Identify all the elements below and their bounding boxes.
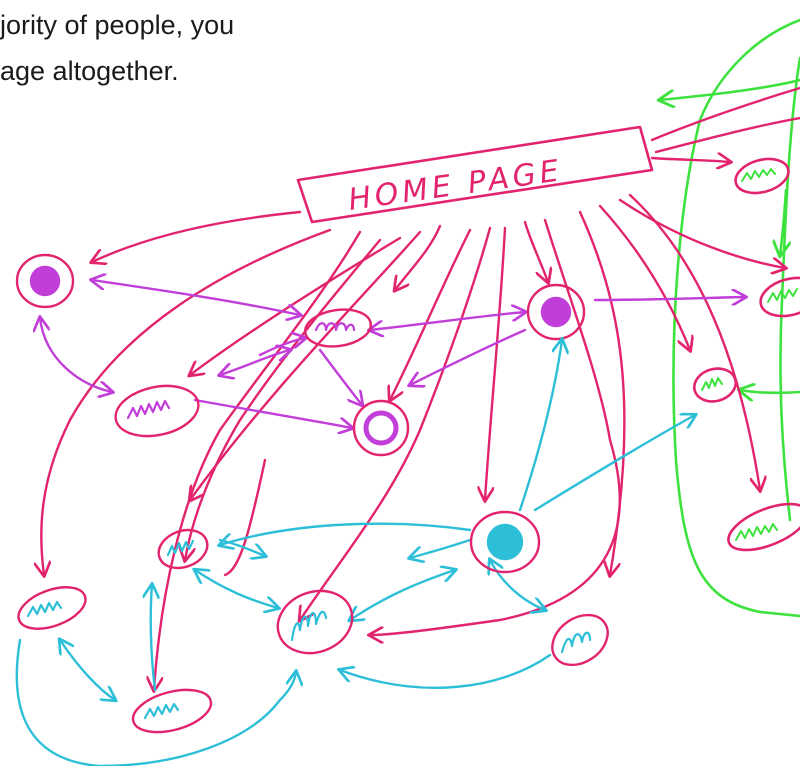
- purple-node-lower-left: [114, 384, 200, 438]
- purple-link-3: [193, 398, 352, 428]
- cyan-link-11: [518, 340, 562, 512]
- purple-link-9: [318, 348, 362, 405]
- purple-node-lower-center: [352, 399, 410, 457]
- cyan-link-12: [340, 653, 552, 689]
- purple-node-lower-left-scribble: [126, 399, 171, 420]
- cyan-link-7: [15, 638, 296, 766]
- cyan-link-1: [220, 522, 472, 545]
- green-node-mid: [759, 276, 800, 318]
- purple-link-4: [220, 350, 290, 375]
- link-to-green-bottom: [628, 193, 760, 490]
- cyan-node-right-fill: [486, 523, 524, 561]
- purple-link-7: [410, 328, 527, 385]
- link-to-center-loop: [370, 218, 621, 635]
- cyan-link-10: [533, 415, 695, 512]
- purple-node-lower-center-fill: [363, 410, 399, 446]
- link-to-green-top-line-2: [654, 116, 800, 154]
- link-to-right-mid: [578, 210, 626, 575]
- purple-link-2: [40, 318, 112, 392]
- cyan-link-5: [151, 585, 155, 692]
- purple-link-6: [370, 312, 525, 330]
- link-to-center-top: [395, 224, 442, 290]
- home-page-node: HOME PAGE: [296, 125, 654, 224]
- cyan-node-mid-left-scribble: [166, 539, 195, 557]
- link-to-center-right: [523, 220, 548, 282]
- green-top-link: [660, 78, 800, 100]
- purple-node-center: [304, 308, 372, 348]
- intro-line-1: jority of people, you: [0, 10, 235, 40]
- cyan-node-bottom: [131, 688, 213, 734]
- link-to-center-lower: [485, 226, 507, 500]
- link-to-far-left: [41, 228, 332, 575]
- purple-node-left: [15, 253, 75, 309]
- cyan-node-mid-left: [157, 528, 209, 570]
- home-page-box: [296, 125, 654, 224]
- link-to-purple-left: [92, 210, 302, 262]
- cyan-link-9: [490, 560, 545, 610]
- purple-link-8: [593, 297, 745, 300]
- cyan-link-3: [195, 570, 278, 608]
- link-to-green-top-line: [650, 86, 800, 142]
- cyan-link-6: [60, 640, 115, 700]
- green-node-bottom-scribble: [735, 523, 778, 541]
- cyan-section-group: [15, 340, 695, 766]
- cyan-node-bottom-scribble: [143, 702, 180, 720]
- green-node-top: [734, 157, 790, 195]
- link-to-left-node: [190, 236, 402, 375]
- purple-node-left-fill: [29, 265, 61, 297]
- cyan-node-far-left-scribble: [26, 600, 63, 618]
- purple-link-5: [258, 338, 305, 357]
- purple-section-group: [15, 253, 745, 457]
- cyan-link-4: [218, 538, 265, 556]
- intro-text: jority of people, you age altogether.: [0, 2, 420, 94]
- purple-node-right-fill: [540, 296, 572, 328]
- link-left-to-node: [223, 458, 267, 577]
- cyan-node-center-scribble: [290, 610, 328, 642]
- green-node-top-scribble: [741, 168, 776, 182]
- link-to-far-right-node: [618, 198, 785, 268]
- link-to-right-node: [598, 204, 690, 350]
- link-to-center-long: [300, 226, 492, 620]
- green-arrow-down: [780, 188, 786, 255]
- cyan-link-8: [350, 570, 455, 620]
- link-to-lower-left: [190, 230, 422, 500]
- intro-line-2: age altogether.: [0, 56, 179, 86]
- green-arrow-to-node: [740, 390, 800, 393]
- cyan-node-center: [276, 589, 354, 655]
- link-to-bottom-left: [154, 230, 362, 690]
- green-node-left-scribble: [701, 377, 723, 391]
- cyan-link-2: [410, 538, 472, 558]
- cyan-node-lower-right-scribble: [560, 631, 592, 654]
- cyan-node-lower-right: [551, 613, 609, 667]
- link-to-mid-left: [185, 238, 382, 560]
- cyan-node-far-left: [17, 586, 87, 630]
- green-node-mid-scribble: [767, 288, 798, 303]
- purple-link-1: [92, 280, 300, 315]
- link-to-green-node-top: [650, 158, 730, 162]
- cyan-node-right: [469, 510, 541, 574]
- purple-node-center-scribble: [314, 322, 356, 332]
- green-node-bottom: [727, 502, 800, 552]
